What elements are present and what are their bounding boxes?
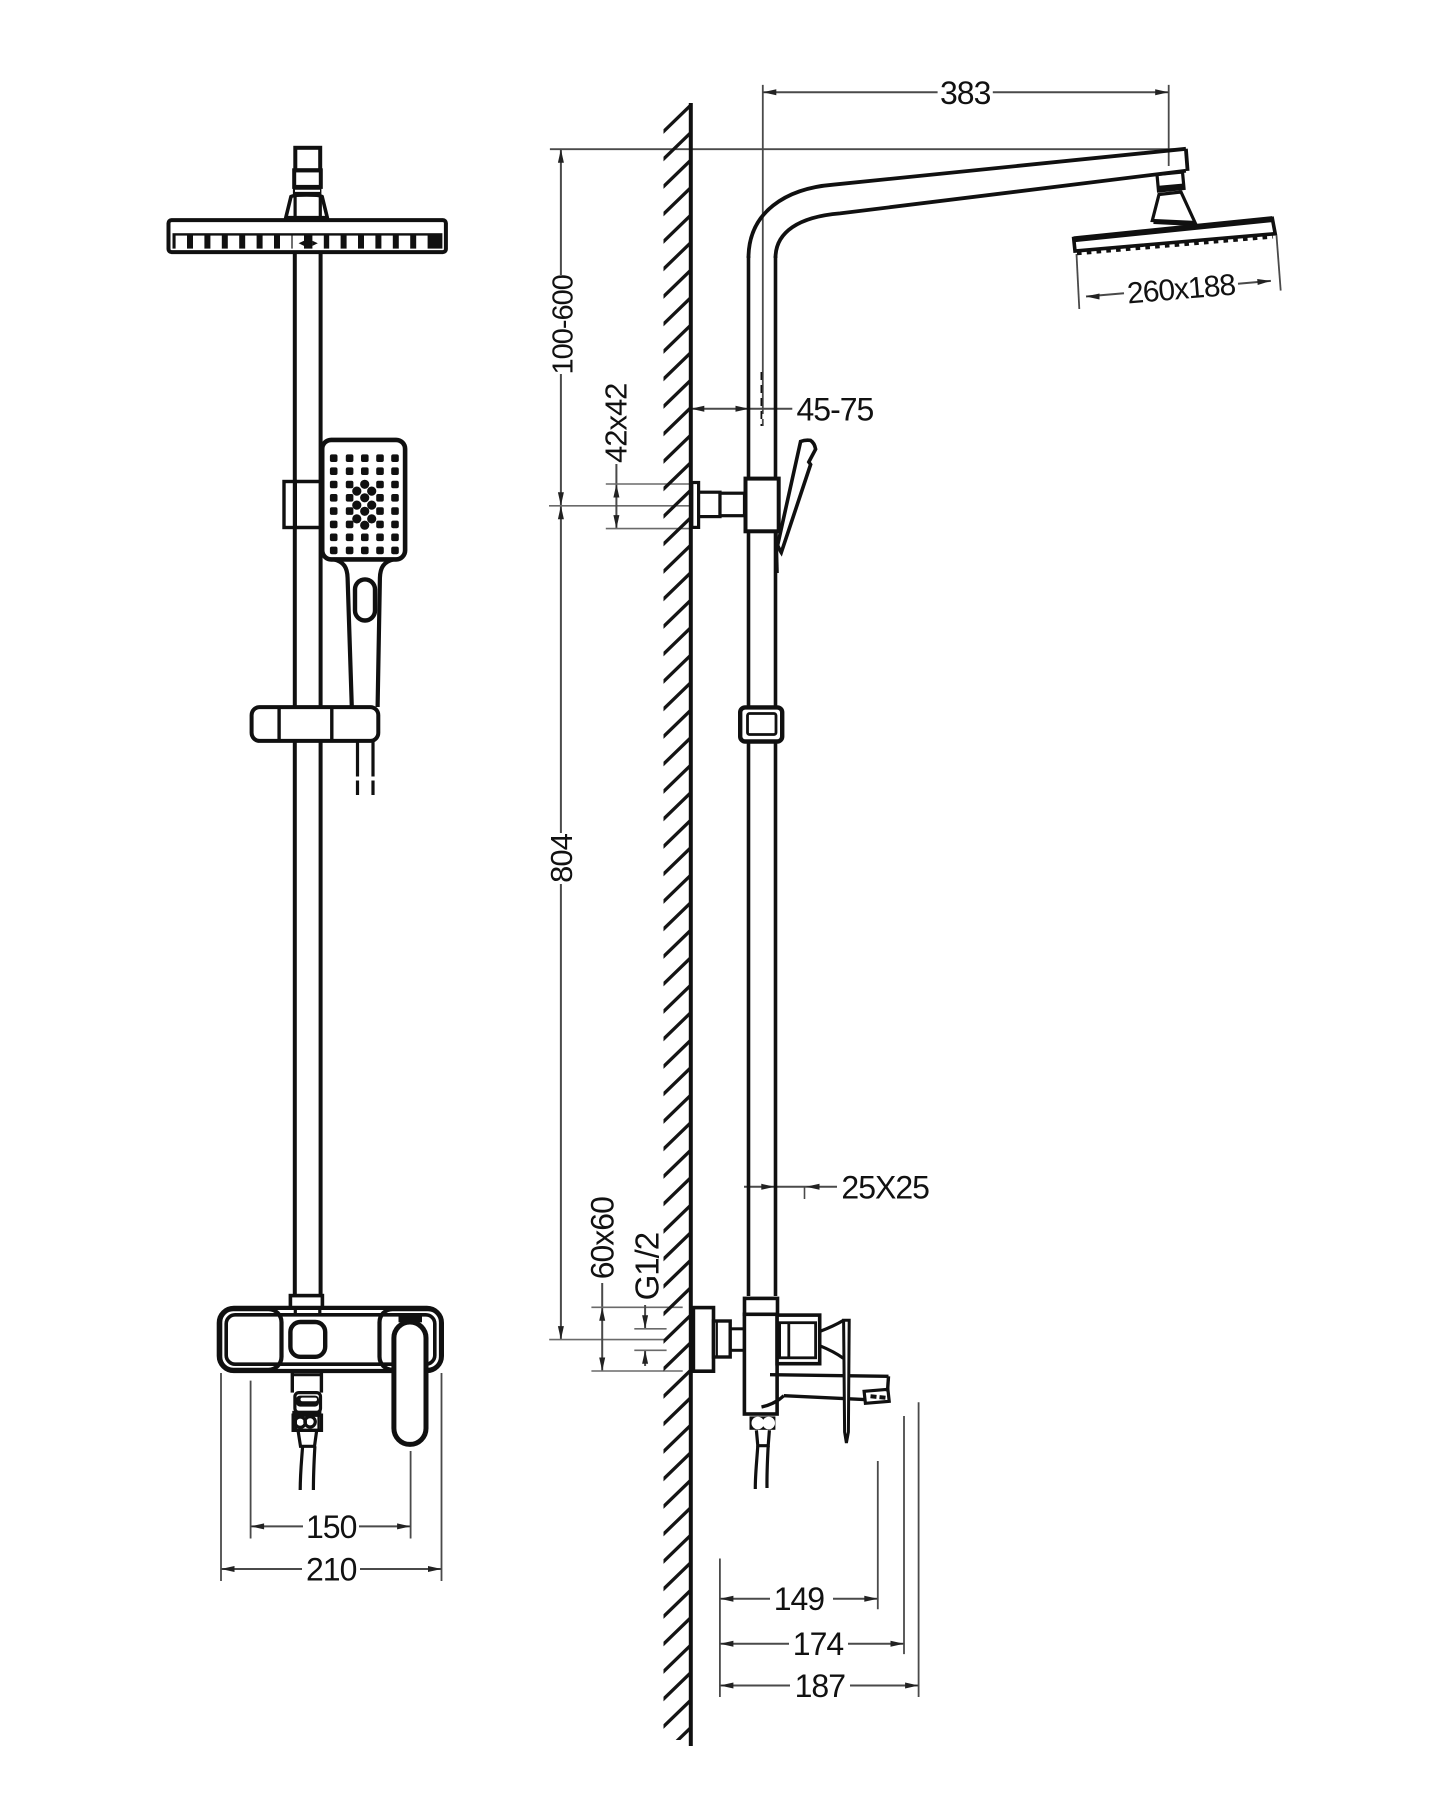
svg-text:150: 150 [306,1509,357,1545]
svg-text:25X25: 25X25 [841,1169,929,1205]
svg-text:383: 383 [940,75,991,111]
svg-text:G1/2: G1/2 [628,1233,665,1301]
svg-text:60x60: 60x60 [585,1197,621,1279]
svg-text:210: 210 [306,1552,357,1588]
svg-text:187: 187 [795,1668,846,1704]
svg-text:45-75: 45-75 [797,391,874,427]
svg-text:804: 804 [544,833,579,882]
svg-text:100-600: 100-600 [548,275,580,374]
svg-text:42x42: 42x42 [599,384,634,463]
svg-text:149: 149 [774,1581,825,1617]
svg-text:174: 174 [793,1626,844,1662]
